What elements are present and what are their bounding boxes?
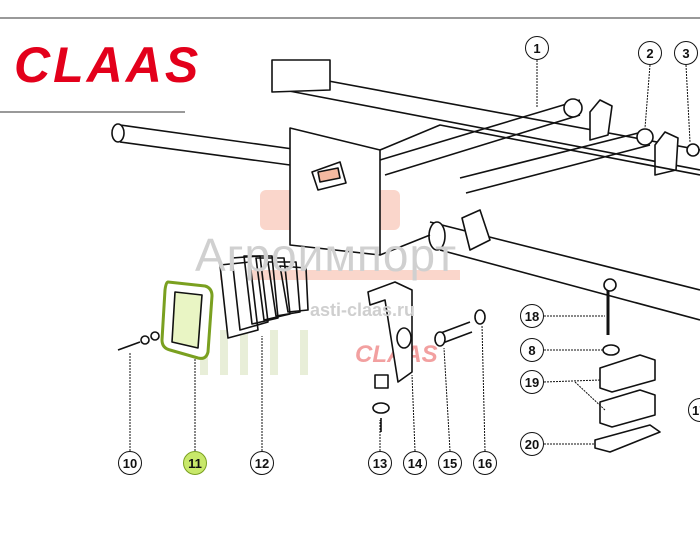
bellows-boot-12 bbox=[219, 255, 309, 339]
link-arm-2 bbox=[459, 129, 651, 194]
left-tube bbox=[119, 124, 301, 166]
bracket-2 bbox=[654, 131, 679, 176]
callout-10[interactable]: 10 bbox=[118, 451, 142, 475]
clamp-block-upper bbox=[599, 354, 656, 393]
plate-20 bbox=[594, 424, 661, 453]
watermark-bars bbox=[200, 330, 308, 375]
upper-tube-end-plate bbox=[271, 59, 331, 93]
callout-3[interactable]: 3 bbox=[674, 41, 698, 65]
mounting-plate bbox=[289, 127, 381, 256]
callout-8[interactable]: 8 bbox=[520, 338, 544, 362]
callout-12[interactable]: 12 bbox=[250, 451, 274, 475]
callout-19[interactable]: 19 bbox=[520, 370, 544, 394]
upper-tube bbox=[279, 71, 700, 171]
left-tube-end bbox=[111, 123, 125, 143]
callout-1[interactable]: 1 bbox=[525, 36, 549, 60]
clamp-block-lower bbox=[599, 389, 656, 428]
link-arm-1 bbox=[379, 99, 581, 176]
washer-16 bbox=[474, 309, 486, 325]
callout-2[interactable]: 2 bbox=[638, 41, 662, 65]
screw-10 bbox=[117, 341, 141, 351]
washer-8 bbox=[602, 344, 620, 356]
angle-bracket-14 bbox=[367, 281, 413, 383]
bracket-1 bbox=[589, 99, 613, 141]
washer-3 bbox=[686, 143, 700, 157]
tube-bracket bbox=[461, 209, 491, 251]
callout-11[interactable]: 11 bbox=[183, 451, 207, 475]
callout-13[interactable]: 13 bbox=[368, 451, 392, 475]
claas-logo: CLAAS bbox=[14, 37, 201, 93]
callout-18[interactable]: 18 bbox=[520, 304, 544, 328]
callout-20[interactable]: 20 bbox=[520, 432, 544, 456]
callout-14[interactable]: 14 bbox=[403, 451, 427, 475]
callout-15[interactable]: 15 bbox=[438, 451, 462, 475]
nut-13 bbox=[374, 374, 389, 389]
callout-16[interactable]: 16 bbox=[473, 451, 497, 475]
